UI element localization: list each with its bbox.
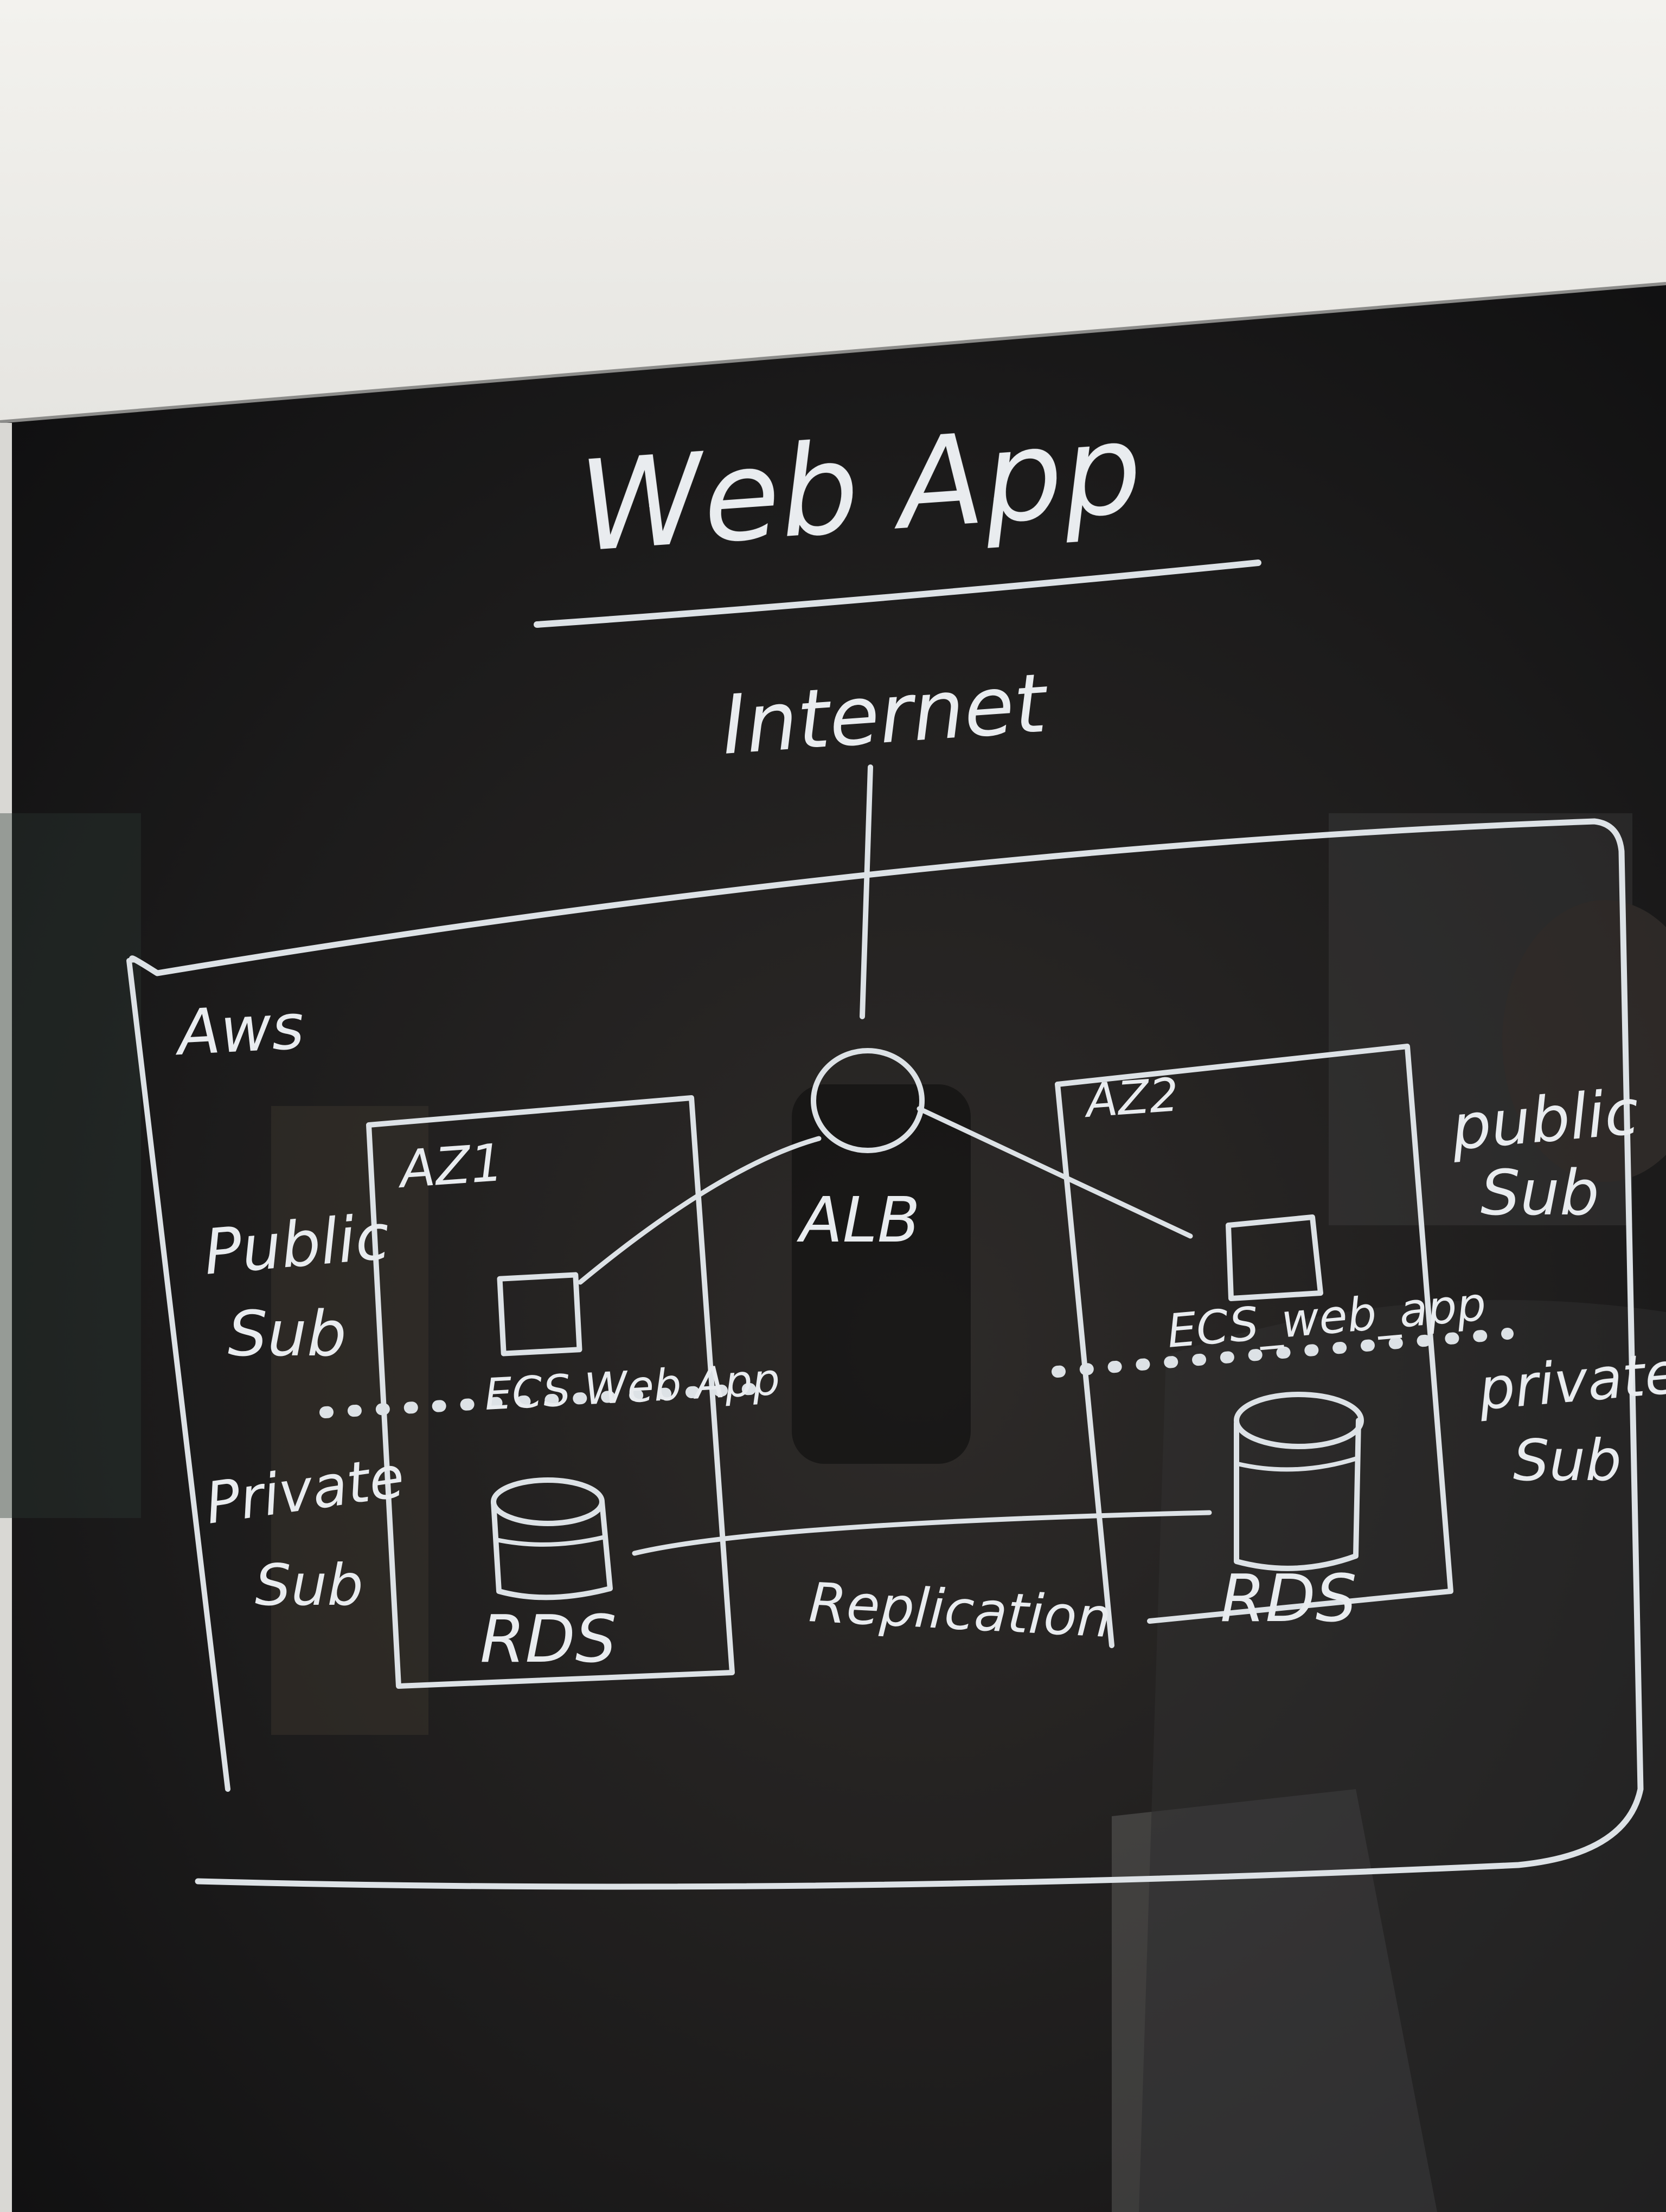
left-private-subnet-line2: Sub — [255, 1552, 363, 1618]
reflections — [0, 813, 1666, 2212]
ecs-right-box — [1226, 1214, 1323, 1301]
ecs-left-box — [497, 1272, 582, 1356]
internet-alb-link — [860, 764, 873, 1019]
rds-left-cylinder — [491, 1477, 613, 1600]
internet-label: Internet — [719, 656, 1052, 773]
alb-left-link — [578, 1136, 822, 1285]
board-left-rim — [0, 423, 12, 2212]
right-public-subnet-line1: public — [1448, 1076, 1642, 1165]
rds-left-label: RDS — [480, 1602, 617, 1677]
board-edge — [0, 282, 1666, 423]
alb-right-link — [917, 1106, 1193, 1239]
diagram-strokes — [126, 560, 1644, 1890]
diagram-text: Web App Internet Aws ALB Replication AZ1… — [172, 396, 1666, 1677]
title-underline — [534, 560, 1261, 628]
rds-right-label: RDS — [1220, 1561, 1357, 1637]
alb-label: ALB — [796, 1184, 920, 1257]
aws-boundary-left — [126, 958, 230, 1792]
aws-boundary — [129, 818, 1644, 1890]
az2-label: AZ2 — [1082, 1068, 1181, 1128]
rds-right-cylinder — [1234, 1392, 1364, 1571]
az2-box — [1055, 1044, 1453, 1624]
left-public-subnet-line2: Sub — [228, 1298, 347, 1371]
left-public-subnet-line1: Public — [201, 1201, 393, 1289]
right-private-subnet-line2: Sub — [1513, 1427, 1622, 1494]
aws-label: Aws — [172, 991, 305, 1070]
az1-box — [366, 1095, 735, 1689]
az1-label: AZ1 — [395, 1133, 505, 1200]
left-subnet-divider — [319, 1382, 776, 1418]
replication-label: Replication — [808, 1571, 1113, 1650]
alb-node — [811, 1048, 925, 1153]
right-subnet-divider — [1052, 1328, 1514, 1378]
replication-link — [632, 1510, 1212, 1556]
right-public-subnet-line2: Sub — [1481, 1157, 1599, 1230]
